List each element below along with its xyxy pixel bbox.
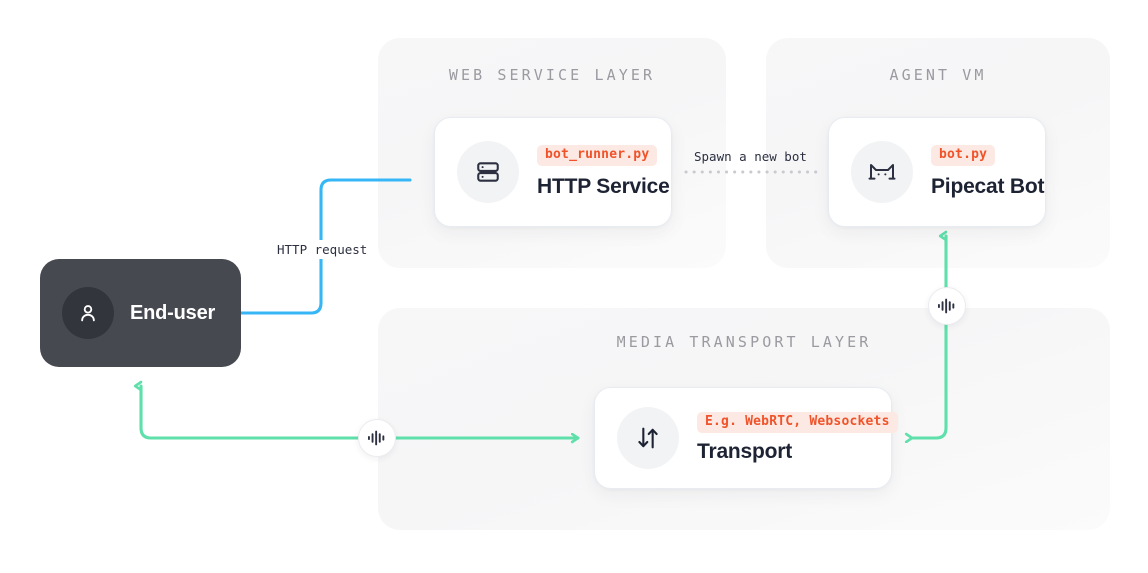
card-http-service[interactable]: bot_runner.py HTTP Service (434, 117, 672, 227)
chip-transport-examples: E.g. WebRTC, Websockets (697, 412, 898, 433)
card-pipecat-bot[interactable]: bot.py Pipecat Bot (828, 117, 1046, 227)
user-icon (62, 287, 114, 339)
chip-bot-runner-py: bot_runner.py (537, 145, 658, 166)
panel-title-web-service-layer: WEB SERVICE LAYER (448, 66, 656, 84)
card-transport[interactable]: E.g. WebRTC, Websockets Transport (594, 387, 898, 489)
waveform-icon (938, 298, 955, 314)
waveform-badge-right (928, 287, 966, 325)
waveform-icon (368, 430, 385, 446)
panel-title-agent-vm: AGENT VM (889, 66, 987, 84)
cat-icon (851, 141, 913, 203)
waveform-badge-left (358, 419, 396, 457)
server-icon (457, 141, 519, 203)
arrows-up-down-icon (617, 407, 679, 469)
chip-bot-py: bot.py (931, 145, 996, 166)
connector-label-spawn-bot: Spawn a new bot (694, 149, 807, 164)
card-title-transport: Transport (697, 439, 793, 463)
connector-label-http-request: HTTP request (272, 240, 373, 259)
card-title-pipecat-bot: Pipecat Bot (931, 174, 1045, 198)
node-end-user[interactable]: End-user (40, 259, 241, 367)
panel-title-media-transport-layer: MEDIA TRANSPORT LAYER (616, 333, 872, 351)
card-title-http-service: HTTP Service (537, 174, 670, 198)
node-label-end-user: End-user (130, 301, 216, 324)
panel-media-transport-layer: MEDIA TRANSPORT LAYER (378, 308, 1110, 530)
